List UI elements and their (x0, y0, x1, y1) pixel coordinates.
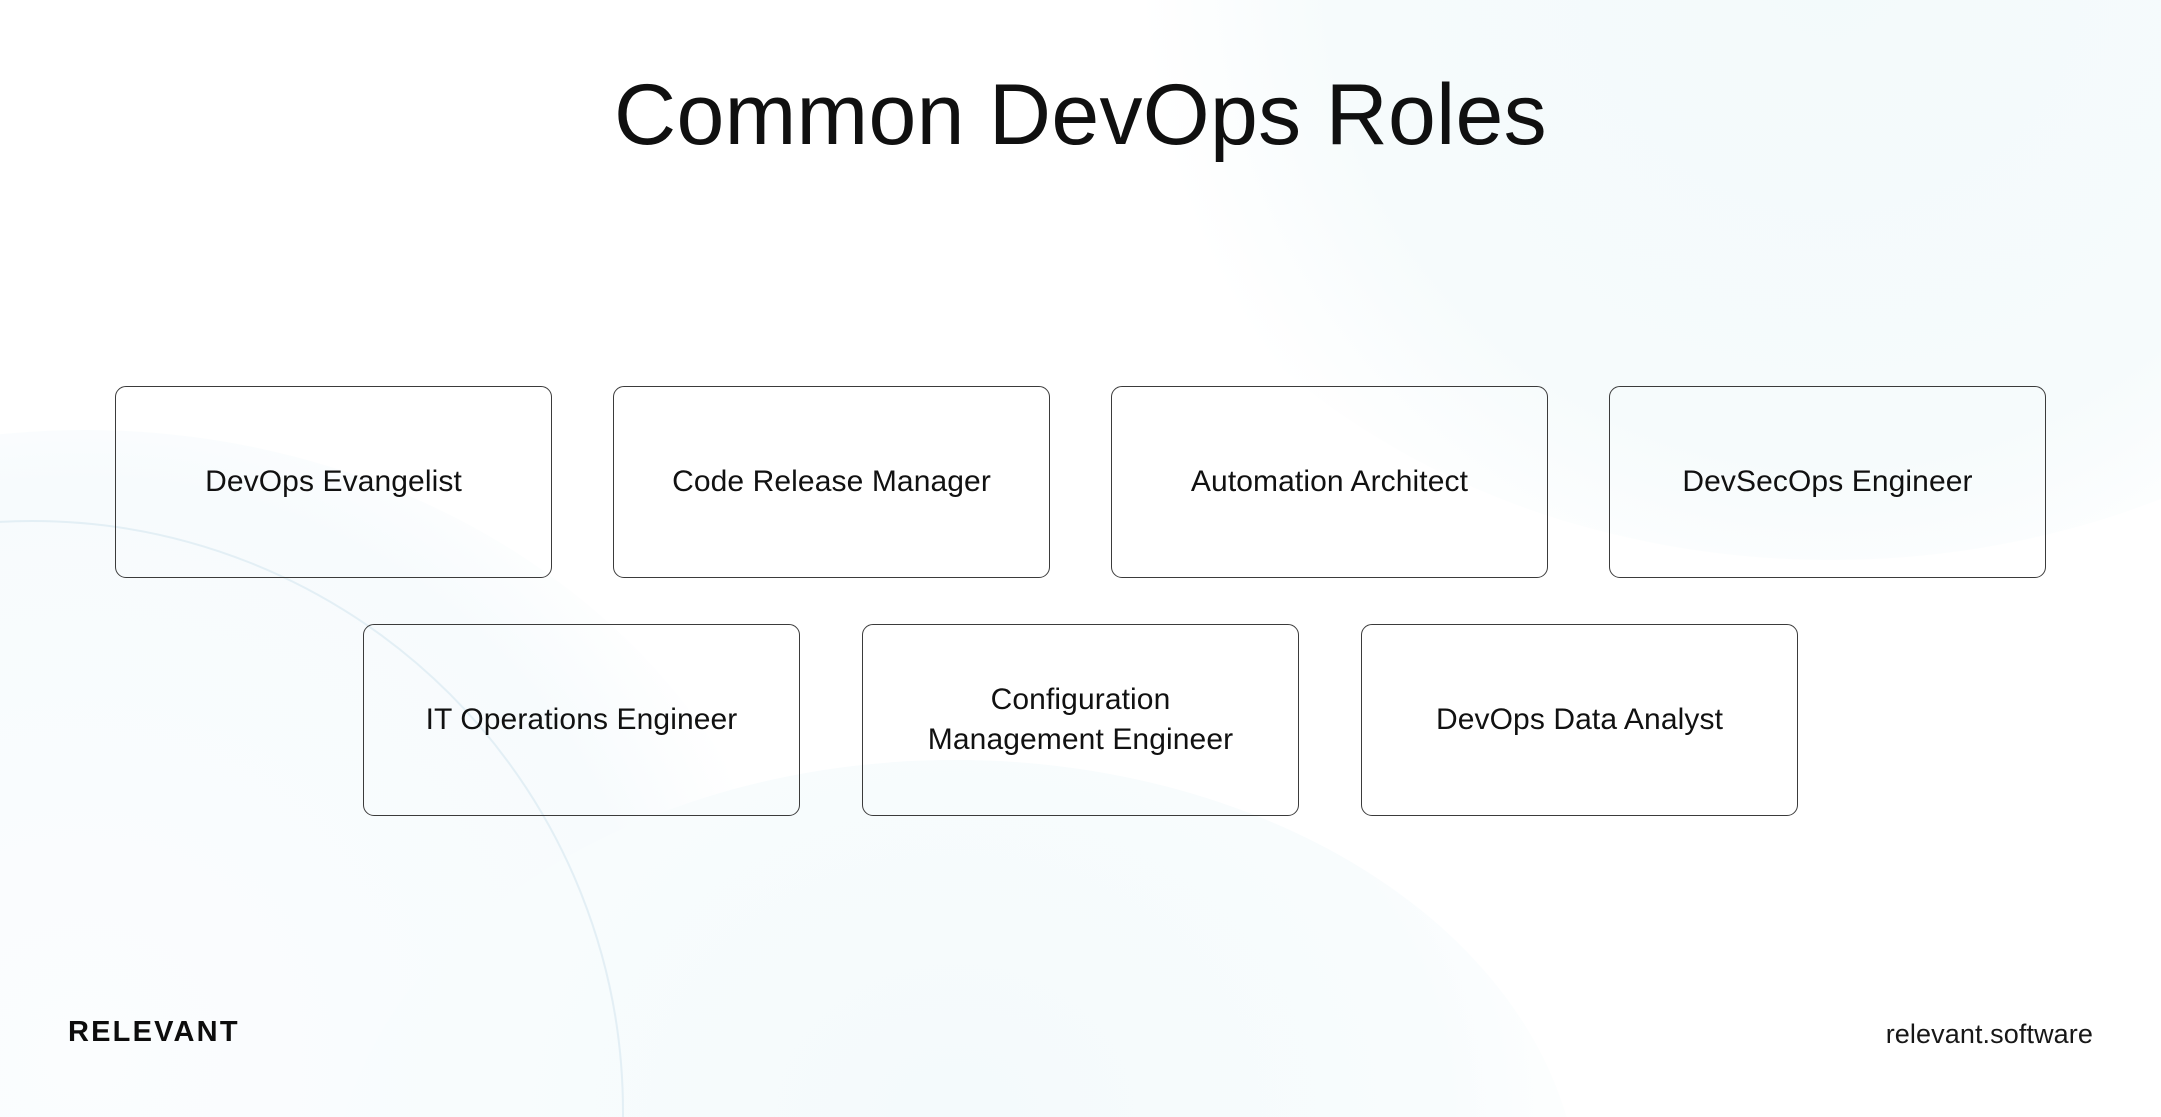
page-title: Common DevOps Roles (614, 67, 1547, 163)
role-card-devops-evangelist[interactable]: DevOps Evangelist (115, 386, 552, 578)
role-card-label: Automation Architect (1190, 465, 1469, 499)
role-card-devops-data-analyst[interactable]: DevOps Data Analyst (1361, 624, 1798, 816)
role-card-it-operations-engineer[interactable]: IT Operations Engineer (363, 624, 800, 816)
footer-website-url: relevant.software (1885, 1019, 2093, 1049)
role-card-label: IT Operations Engineer (425, 703, 738, 737)
role-card-label: DevOps Evangelist (205, 465, 462, 499)
role-card-label: DevSecOps Engineer (1682, 465, 1973, 499)
role-card-label: Configuration Management Engineer (927, 683, 1234, 756)
role-card-label: DevOps Data Analyst (1435, 703, 1724, 737)
role-card-label: Code Release Manager (672, 465, 991, 499)
role-card-automation-architect[interactable]: Automation Architect (1111, 386, 1548, 578)
role-card-configuration-management-engineer[interactable]: Configuration Management Engineer (862, 624, 1299, 816)
role-card-code-release-manager[interactable]: Code Release Manager (613, 386, 1050, 578)
brand-logo: RELEVANT (68, 1016, 240, 1048)
role-card-devsecops-engineer[interactable]: DevSecOps Engineer (1609, 386, 2046, 578)
